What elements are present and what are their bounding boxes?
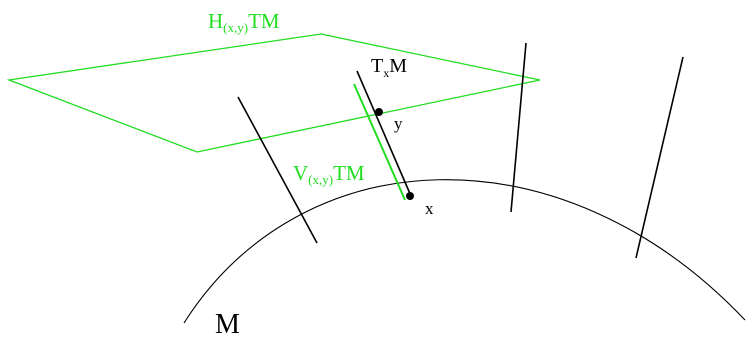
point-y-dot xyxy=(375,108,383,116)
vertical-subspace-line xyxy=(353,83,406,201)
tangent-space-label-tail: M xyxy=(389,55,407,77)
tangent-space-label-subscript: x xyxy=(383,66,389,80)
manifold-label: M xyxy=(215,309,240,337)
vertical-space-label: V(x,y)TM xyxy=(293,161,365,187)
vertical-space-label-tail: TM xyxy=(333,161,365,185)
vertical-space-label-main: V xyxy=(293,161,308,185)
horizontal-space-label-subscript: (x,y) xyxy=(223,20,248,35)
point-x-dot xyxy=(406,192,414,200)
fiber-line-middle-right xyxy=(510,42,527,213)
horizontal-space-label-tail: TM xyxy=(248,9,280,33)
point-x-label: x xyxy=(425,199,434,218)
tangent-fiber-line xyxy=(356,70,412,197)
fiber-line-right xyxy=(635,56,684,259)
tangent-space-label-main: T xyxy=(371,55,383,77)
vertical-space-label-subscript: (x,y) xyxy=(308,172,333,187)
fiber-line-left xyxy=(237,96,318,244)
horizontal-subspace-plane xyxy=(6,33,541,153)
tangent-space-label: TxM xyxy=(371,55,407,80)
point-y-label: y xyxy=(394,114,403,133)
horizontal-space-label-main: H xyxy=(208,9,223,33)
manifold-curve xyxy=(183,179,746,324)
horizontal-space-label: H(x,y)TM xyxy=(208,9,280,35)
